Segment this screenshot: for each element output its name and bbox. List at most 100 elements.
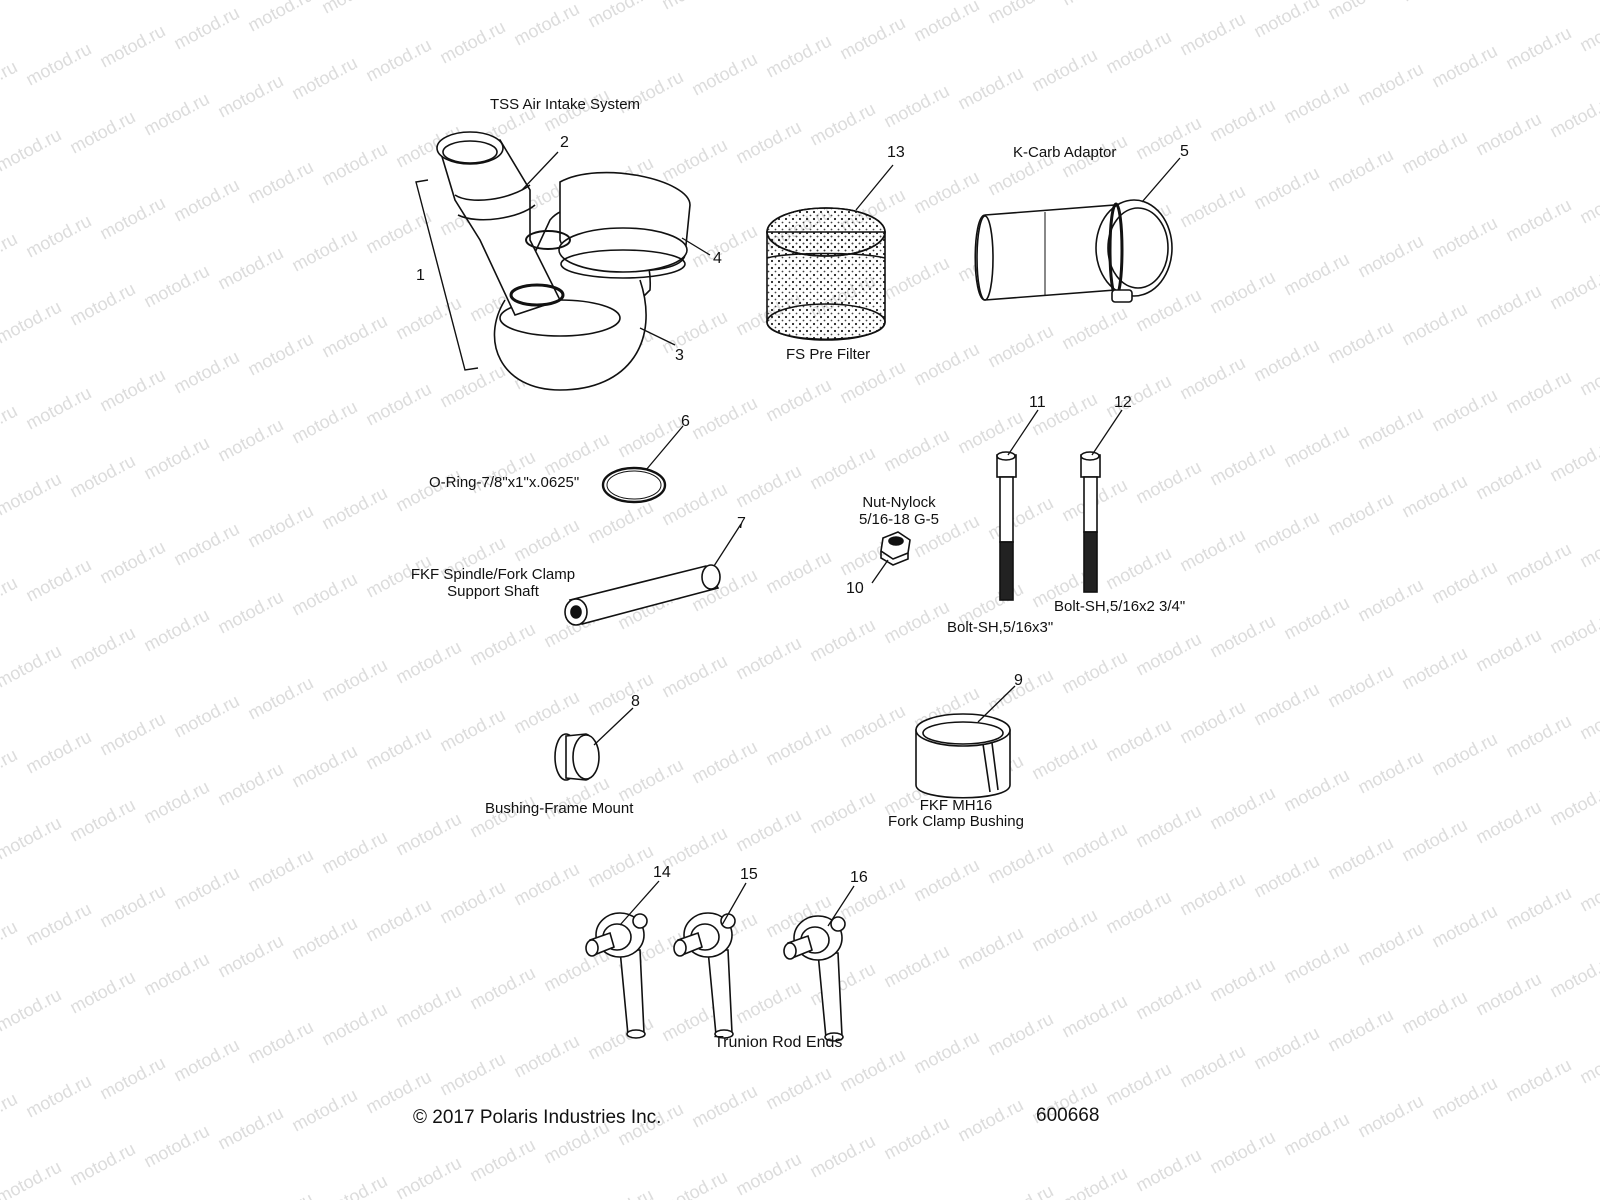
watermark-text: motod.ru	[1398, 815, 1470, 866]
watermark-text: motod.ru	[954, 407, 1026, 458]
watermark-text: motod.ru	[170, 863, 242, 914]
watermark-text: motod.ru	[1132, 801, 1204, 852]
watermark-text: motod.ru	[244, 673, 316, 724]
watermark-text: motod.ru	[1176, 697, 1248, 748]
watermark-text: motod.ru	[1250, 507, 1322, 558]
label-shaft-line1: FKF Spindle/Fork Clamp	[410, 566, 576, 583]
callout-11: 11	[1029, 394, 1046, 411]
tss-intake-drawing	[415, 131, 691, 391]
watermark-text: motod.ru	[96, 709, 168, 760]
watermark-text: motod.ru	[96, 1053, 168, 1104]
watermark-text: motod.ru	[66, 451, 138, 502]
watermark-text: motod.ru	[318, 1171, 390, 1200]
watermark-text: motod.ru	[140, 433, 212, 484]
watermark-text: motod.ru	[584, 0, 656, 32]
watermark-text: motod.ru	[732, 1149, 804, 1200]
watermark-text: motod.ru	[984, 0, 1056, 28]
watermark-text: motod.ru	[880, 425, 952, 476]
watermark-text: motod.ru	[1354, 1091, 1426, 1142]
label-kcarb-adaptor: K-Carb Adaptor	[1013, 144, 1117, 161]
callout-5: 5	[1180, 143, 1189, 160]
callout-10: 10	[846, 580, 864, 597]
watermark-text: motod.ru	[1324, 145, 1396, 196]
watermark-text: motod.ru	[0, 401, 21, 452]
watermark-text: motod.ru	[436, 1049, 508, 1100]
watermark-text: motod.ru	[1176, 525, 1248, 576]
watermark-text: motod.ru	[1250, 163, 1322, 214]
watermark-text: motod.ru	[688, 221, 760, 272]
watermark-text: motod.ru	[806, 1131, 878, 1182]
watermark-text: motod.ru	[1398, 299, 1470, 350]
rod-end-16	[783, 915, 846, 1042]
watermark-text: motod.ru	[22, 211, 94, 262]
watermark-text: motod.ru	[0, 573, 21, 624]
watermark-text: motod.ru	[96, 537, 168, 588]
watermark-text: motod.ru	[954, 63, 1026, 114]
watermark-text: motod.ru	[288, 225, 360, 276]
watermark-text: motod.ru	[688, 1081, 760, 1132]
watermark-text: motod.ru	[1028, 45, 1100, 96]
watermark-text: motod.ru	[510, 859, 582, 910]
watermark-text: motod.ru	[436, 705, 508, 756]
watermark-text: motod.ru	[806, 959, 878, 1010]
watermark-text: motod.ru	[1398, 127, 1470, 178]
watermark-text: motod.ru	[214, 415, 286, 466]
watermark-text: motod.ru	[392, 981, 464, 1032]
watermark-text: motod.ru	[1280, 249, 1352, 300]
watermark-text: motod.ru	[732, 117, 804, 168]
watermark-text: motod.ru	[1058, 0, 1130, 10]
watermark-text: motod.ru	[244, 157, 316, 208]
watermark-text: motod.ru	[1354, 575, 1426, 626]
watermark-text: motod.ru	[288, 741, 360, 792]
watermark-text: motod.ru	[1502, 711, 1574, 762]
watermark-text: motod.ru	[880, 253, 952, 304]
watermark-text: motod.ru	[584, 497, 656, 548]
watermark-text: motod.ru	[362, 35, 434, 86]
watermark-text: motod.ru	[214, 931, 286, 982]
watermark-text: motod.ru	[806, 787, 878, 838]
watermark-text: motod.ru	[1576, 177, 1600, 228]
watermark-text: motod.ru	[170, 175, 242, 226]
watermark-text: motod.ru	[732, 633, 804, 684]
watermark-text: motod.ru	[392, 1153, 464, 1200]
bolt-drawings	[996, 451, 1101, 601]
watermark-text: motod.ru	[732, 977, 804, 1028]
watermark-text: motod.ru	[22, 1071, 94, 1122]
watermark-text: motod.ru	[836, 13, 908, 64]
watermark-text: motod.ru	[214, 1103, 286, 1154]
watermark-text: motod.ru	[0, 1089, 21, 1140]
watermark-text: motod.ru	[362, 379, 434, 430]
watermark-text: motod.ru	[1250, 679, 1322, 730]
watermark-text: motod.ru	[836, 1045, 908, 1096]
watermark-text: motod.ru	[288, 569, 360, 620]
watermark-text: motod.ru	[140, 1121, 212, 1172]
watermark-text: motod.ru	[954, 1095, 1026, 1146]
watermark-text: motod.ru	[0, 641, 65, 692]
watermark-text: motod.ru	[362, 895, 434, 946]
callout-8: 8	[631, 693, 640, 710]
watermark-text: motod.ru	[1428, 41, 1500, 92]
watermark-text: motod.ru	[688, 393, 760, 444]
watermark-text: motod.ru	[658, 1167, 730, 1200]
callout-14: 14	[653, 864, 671, 881]
leader-lines	[521, 151, 1181, 927]
label-shaft-line2: Support Shaft	[447, 583, 539, 600]
watermark-text: motod.ru	[22, 899, 94, 950]
watermark-text: motod.ru	[1250, 335, 1322, 386]
watermark-text: motod.ru	[1132, 113, 1204, 164]
watermark-text: motod.ru	[1102, 887, 1174, 938]
watermark-text: motod.ru	[1576, 693, 1600, 744]
watermark-text: motod.ru	[880, 81, 952, 132]
watermark-text: motod.ru	[1428, 1073, 1500, 1124]
watermark-text: motod.ru	[1132, 629, 1204, 680]
watermark-text: motod.ru	[762, 1063, 834, 1114]
watermark-text: motod.ru	[1398, 471, 1470, 522]
watermark-text: motod.ru	[984, 837, 1056, 888]
nylock-nut-drawing	[880, 531, 911, 566]
callout-1: 1	[416, 267, 425, 284]
watermark-text: motod.ru	[806, 99, 878, 150]
watermark-text: motod.ru	[1354, 919, 1426, 970]
watermark-text: motod.ru	[1576, 5, 1600, 56]
